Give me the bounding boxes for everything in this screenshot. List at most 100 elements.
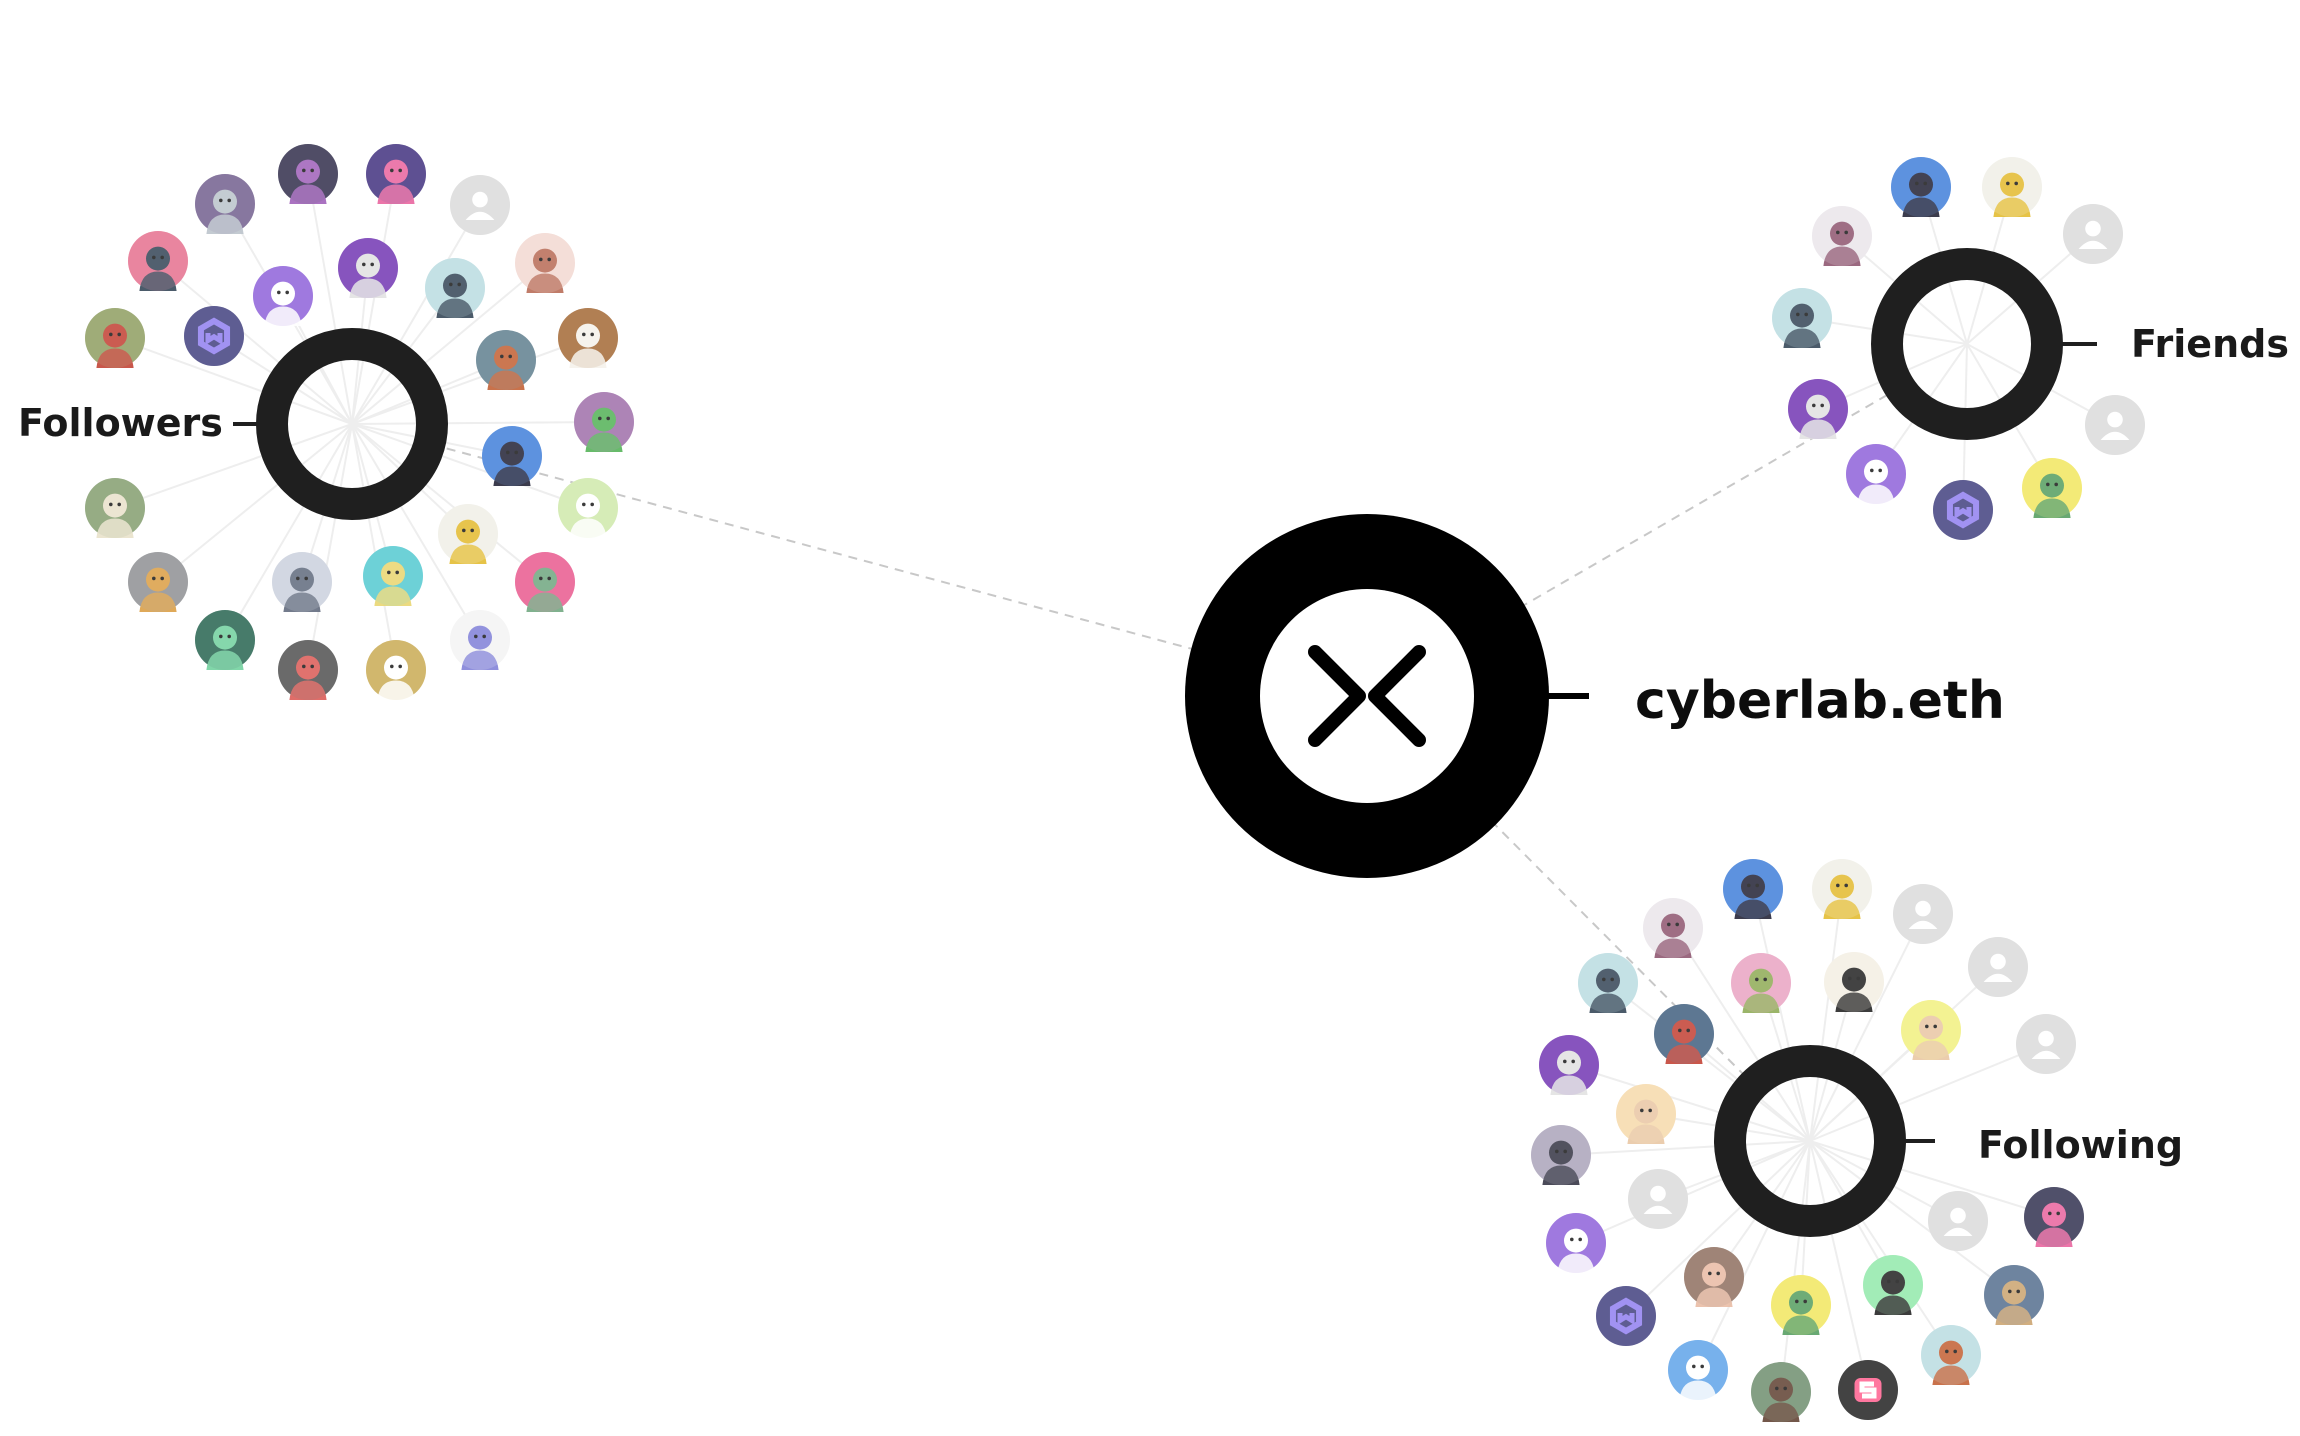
center-node[interactable]	[1185, 514, 1549, 878]
following-spoke	[1809, 1043, 2047, 1142]
anime-silver-icon[interactable]	[1643, 898, 1703, 958]
following-spoke	[1697, 1140, 1811, 1371]
anime-girl-icon[interactable]	[515, 233, 575, 293]
following-spoke	[1809, 888, 1843, 1142]
alien-green-icon[interactable]	[195, 610, 255, 670]
followers-spoke	[224, 423, 353, 641]
bunny-avatar-icon[interactable]	[1824, 952, 1884, 1012]
anime-silver-icon[interactable]	[272, 552, 332, 612]
followers-cluster	[85, 144, 634, 700]
cyberconnect-logo-icon	[1308, 645, 1426, 747]
green-frog-icon[interactable]	[2022, 458, 2082, 518]
fox-avatar-icon[interactable]	[1921, 1325, 1981, 1385]
gold-figure-icon[interactable]	[1812, 859, 1872, 919]
penguin-avatar-icon[interactable]	[425, 258, 485, 318]
rooster-avatar-icon[interactable]	[278, 640, 338, 700]
gold-figure-icon[interactable]	[1982, 157, 2042, 217]
ape-blue-icon[interactable]	[1984, 1265, 2044, 1325]
grey-hair-avatar-icon[interactable]	[338, 238, 398, 298]
default-user-icon[interactable]	[1893, 884, 1953, 944]
gasmask-avatar-icon[interactable]	[128, 231, 188, 291]
followers-spoke	[114, 337, 353, 425]
following-spoke	[1607, 982, 1811, 1142]
cyber-hexagon-icon[interactable]	[184, 306, 244, 366]
default-user-icon[interactable]	[1968, 937, 2028, 997]
sneaker-icon[interactable]	[1863, 1255, 1923, 1315]
default-user-icon[interactable]	[2063, 204, 2123, 264]
frog-pink-icon[interactable]	[1731, 953, 1791, 1013]
lion-avatar-icon[interactable]	[128, 552, 188, 612]
warrior-avatar-icon[interactable]	[85, 478, 145, 538]
pixel-punk-shades-icon[interactable]	[1654, 1004, 1714, 1064]
blue-hair-avatar-icon[interactable]	[482, 426, 542, 486]
following-spoke	[1809, 1140, 2015, 1296]
blue-hair-avatar-icon[interactable]	[1891, 157, 1951, 217]
robot-purple-icon[interactable]	[253, 266, 313, 326]
followers-label: Followers	[18, 401, 223, 445]
followers-spoke	[351, 423, 397, 671]
followers-spoke	[307, 173, 353, 425]
bulldog-avatar-icon[interactable]	[558, 308, 618, 368]
default-user-icon[interactable]	[450, 175, 510, 235]
default-user-icon[interactable]	[1628, 1169, 1688, 1229]
following-spoke	[1809, 1140, 1952, 1356]
following-cluster	[1531, 859, 2084, 1422]
followers-hub-node[interactable]	[256, 328, 448, 520]
penguin-avatar-icon[interactable]	[1578, 953, 1638, 1013]
pixel-map-icon[interactable]	[363, 546, 423, 606]
robot-purple-icon[interactable]	[1846, 444, 1906, 504]
following-spoke	[1568, 1064, 1811, 1142]
followers-spoke	[351, 262, 546, 425]
followers-spoke	[351, 423, 589, 509]
following-spoke	[1752, 888, 1811, 1142]
cyber-hexagon-icon[interactable]	[1596, 1286, 1656, 1346]
pixel-punk-green-icon[interactable]	[574, 392, 634, 452]
grey-hair-avatar-icon[interactable]	[1539, 1035, 1599, 1095]
pixel-punk-orange-icon[interactable]	[476, 330, 536, 390]
followers-spoke	[351, 337, 589, 425]
pixel-ape-red-icon[interactable]	[85, 308, 145, 368]
grey-hair-avatar-icon[interactable]	[1788, 379, 1848, 439]
following-spoke	[1780, 1140, 1811, 1393]
robot-purple-icon[interactable]	[1546, 1213, 1606, 1273]
followers-spoke	[351, 421, 605, 425]
s-logo-icon[interactable]	[1838, 1360, 1898, 1420]
toy-figure-icon[interactable]	[450, 610, 510, 670]
followers-spoke	[307, 423, 353, 671]
chicken-avatar-icon[interactable]	[366, 640, 426, 700]
followers-spoke	[157, 423, 353, 583]
following-spoke	[1809, 1140, 1869, 1391]
center-name-label: cyberlab.eth	[1635, 671, 2005, 731]
penguin-avatar-icon[interactable]	[1772, 288, 1832, 348]
green-frog-icon[interactable]	[1771, 1275, 1831, 1335]
person-photo-icon[interactable]	[1751, 1362, 1811, 1422]
anime-silver-icon[interactable]	[1812, 206, 1872, 266]
nyan-cat-icon[interactable]	[2024, 1187, 2084, 1247]
planet-avatar-icon[interactable]	[1684, 1247, 1744, 1307]
default-user-icon[interactable]	[2085, 395, 2145, 455]
pixel-punk-bald-icon[interactable]	[1901, 1000, 1961, 1060]
following-spoke	[1625, 1140, 1811, 1317]
followers-spoke	[351, 173, 397, 425]
followers-spoke	[157, 260, 353, 425]
friends-cluster	[1772, 157, 2145, 540]
alien-avatar-icon[interactable]	[195, 174, 255, 234]
pixel-punk-peach-icon[interactable]	[1616, 1084, 1676, 1144]
following-spoke	[1809, 913, 1924, 1142]
gold-figure-icon[interactable]	[438, 504, 498, 564]
followers-spoke	[351, 423, 481, 641]
astronaut-avatar-icon[interactable]	[366, 144, 426, 204]
friends-label: Friends	[2131, 322, 2289, 366]
following-label: Following	[1978, 1123, 2184, 1167]
blue-robot-icon[interactable]	[1668, 1340, 1728, 1400]
cow-avatar-icon[interactable]	[558, 478, 618, 538]
pirate-avatar-icon[interactable]	[1531, 1125, 1591, 1185]
blue-hair-avatar-icon[interactable]	[1723, 859, 1783, 919]
space-scene-icon[interactable]	[278, 144, 338, 204]
default-user-icon[interactable]	[2016, 1014, 2076, 1074]
default-user-icon[interactable]	[1928, 1191, 1988, 1251]
zombie-avatar-icon[interactable]	[515, 552, 575, 612]
following-spoke	[1560, 1140, 1811, 1156]
cyber-hexagon-icon[interactable]	[1933, 480, 1993, 540]
